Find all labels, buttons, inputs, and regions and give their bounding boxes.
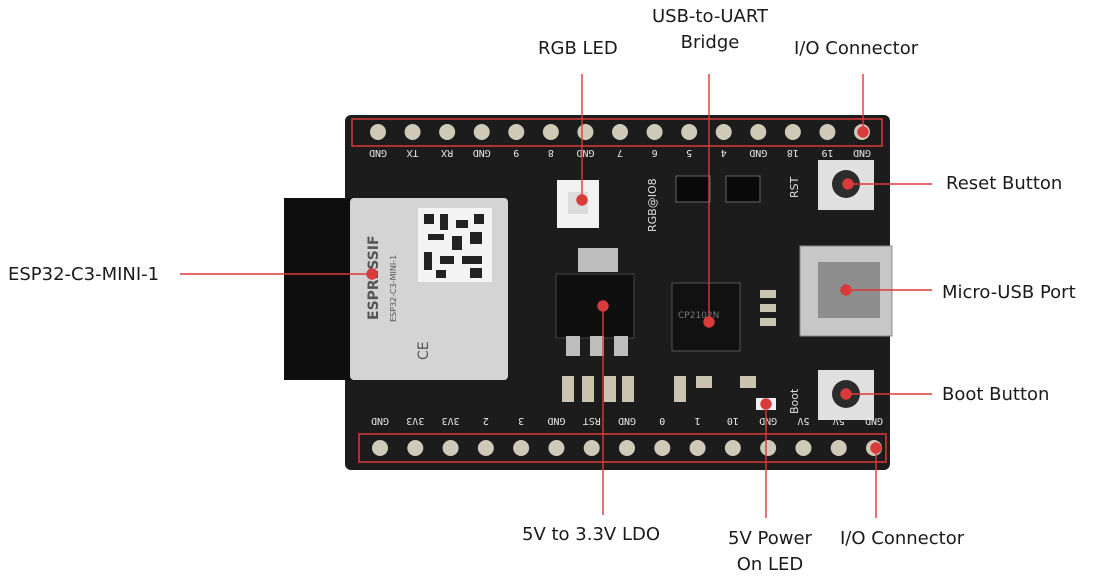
pin-label: GND: [371, 415, 389, 426]
header-pin: [760, 440, 777, 456]
header-pin: [407, 440, 424, 456]
label-usb-uart-line2: Bridge: [680, 32, 740, 53]
pin-label: 8: [548, 147, 554, 158]
header-pin: [477, 440, 494, 456]
header-pin: [404, 124, 421, 140]
label-usb-uart: USB-to-UART Bridge: [640, 4, 780, 56]
io-connector-top-box: [351, 118, 883, 147]
usb-uart-chip: [671, 282, 741, 352]
pin-label: GND: [369, 147, 387, 158]
pin-label: GND: [749, 147, 767, 158]
label-esp32-module: ESP32-C3-MINI-1: [8, 264, 160, 285]
label-power-led-line1: 5V Power: [728, 528, 812, 549]
label-usb-uart-line1: USB-to-UART: [651, 6, 769, 27]
pin-label: 10: [727, 415, 739, 426]
label-boot-button: Boot Button: [942, 384, 1050, 405]
svg-text:CE: CE: [416, 341, 432, 360]
pin-label: GND: [618, 415, 636, 426]
ldo-regulator: [555, 273, 635, 339]
header-pin: [681, 124, 698, 140]
pin-label: GND: [473, 147, 491, 158]
header-pin: [542, 124, 559, 140]
pin-label: 7: [617, 147, 623, 158]
pin-label: 3: [518, 415, 524, 426]
pin-label: 0: [659, 415, 665, 426]
label-micro-usb: Micro-USB Port: [942, 282, 1076, 303]
pin-label: 6: [652, 147, 658, 158]
label-power-led: 5V Power On LED: [712, 526, 828, 578]
label-power-led-line2: On LED: [736, 554, 804, 575]
module-name-text: ESP32-C3-MINI-1: [389, 255, 398, 322]
label-reset-button: Reset Button: [946, 173, 1063, 194]
header-pin: [689, 440, 706, 456]
pin-label: 19: [821, 147, 833, 158]
silk-rgb: RGB@IO8: [646, 178, 659, 232]
header-pin: [646, 124, 663, 140]
header-pin: [724, 440, 741, 456]
silk-boot: Boot: [788, 388, 801, 414]
header-pin: [583, 440, 600, 456]
pin-label: GND: [853, 147, 871, 158]
pin-label: 5: [686, 147, 692, 158]
header-pin: [795, 440, 812, 456]
header-pin: [370, 124, 386, 140]
header-pin: [513, 440, 530, 456]
chip-text: CP2102N: [678, 311, 719, 321]
label-rgb-led: RGB LED: [538, 38, 618, 59]
header-pin: [619, 440, 635, 456]
pin-label: GND: [865, 415, 883, 426]
pin-label: GND: [576, 147, 594, 158]
pin-label: RST: [583, 415, 601, 426]
header-pin: [372, 440, 388, 456]
header-pin: [548, 440, 565, 456]
pin-label: 1: [695, 415, 701, 426]
label-io-connector-bottom: I/O Connector: [840, 528, 965, 549]
header-pin: [715, 124, 732, 140]
pin-label: GND: [759, 415, 777, 426]
header-pin: [473, 124, 490, 140]
header-pin: [577, 124, 594, 140]
header-pin: [819, 124, 836, 140]
header-pin: [439, 124, 456, 140]
pin-label: 9: [513, 147, 519, 158]
header-pin: [654, 440, 671, 456]
pin-label: 2: [483, 415, 489, 426]
pin-label: RX: [441, 147, 453, 158]
header-pin: [750, 124, 767, 140]
silk-rst: RST: [788, 176, 801, 198]
pin-label: TX: [407, 147, 419, 158]
header-pin: [442, 440, 459, 456]
pin-label: 3V3: [406, 415, 424, 426]
header-pin: [612, 124, 628, 140]
module-antenna: [284, 198, 362, 380]
pin-label: 5V: [833, 415, 845, 426]
header-pin: [830, 440, 847, 456]
bottom-pin-header: GND 3V3 3V3 2 3 GND RST GND 0 1 10 GND 5V 5V GND: [371, 415, 883, 456]
header-pin: [508, 124, 525, 140]
header-pin: [784, 124, 801, 140]
pin-label: 4: [721, 147, 727, 158]
pin-label: 5V: [797, 415, 809, 426]
io-connector-bottom-box: [358, 433, 887, 463]
label-ldo: 5V to 3.3V LDO: [522, 524, 660, 545]
pin-label: 18: [787, 147, 799, 158]
pin-label: GND: [547, 415, 565, 426]
label-io-connector-top: I/O Connector: [794, 38, 919, 59]
pin-label: 3V3: [442, 415, 460, 426]
